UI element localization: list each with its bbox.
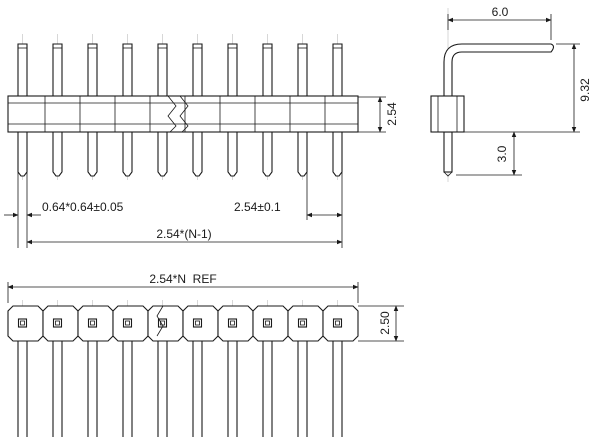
pitch-tolerance-label: 2.54±0.1 — [234, 200, 281, 214]
side-pin-tail — [443, 131, 453, 173]
break-symbol-2 — [179, 95, 189, 133]
side-view: 6.0 9.32 3.0 — [430, 5, 592, 182]
bottom-pin — [87, 337, 98, 437]
bottom-pin — [262, 337, 273, 437]
pin-square — [262, 318, 273, 328]
pitch-label: 2.54 — [385, 102, 399, 126]
housing-side — [430, 95, 465, 133]
housing-bottom — [7, 305, 359, 342]
bottom-pin — [122, 337, 133, 437]
pin-square — [122, 318, 133, 328]
bottom-pin — [52, 337, 63, 437]
pin-square — [87, 318, 98, 328]
pin-square — [17, 318, 28, 328]
bottom-pin — [17, 337, 28, 437]
bottom-break-symbol — [156, 305, 164, 337]
bottom-pin — [332, 337, 343, 437]
bottom-view: 2.54*N REF 2.50 — [7, 272, 404, 437]
pin-square — [192, 318, 203, 328]
break-symbol — [167, 95, 177, 133]
housing-front — [7, 95, 359, 133]
tail-length-label: 3.0 — [495, 145, 509, 162]
overall-length-label: 2.54*N REF — [149, 272, 216, 286]
pin-square — [227, 318, 238, 328]
span-label: 2.54*(N-1) — [156, 227, 211, 241]
bottom-view-pins — [17, 300, 343, 437]
right-angle-pin — [443, 43, 555, 97]
pin-square-label: 0.64*0.64±0.05 — [42, 200, 124, 214]
bend-length-label: 6.0 — [492, 5, 509, 19]
bottom-pin — [157, 337, 168, 437]
height-label: 9.32 — [578, 78, 592, 102]
pin-square — [297, 318, 308, 328]
pin-square — [332, 318, 343, 328]
pin-square — [52, 318, 63, 328]
housing-segment-lines — [44, 96, 326, 132]
width-label: 2.50 — [378, 311, 392, 335]
bottom-pin — [297, 337, 308, 437]
front-view: 2.54 0.64*0.64±0.05 2.54±0.1 2.54*(N-1) — [4, 34, 399, 248]
bottom-pin — [192, 337, 203, 437]
bottom-pin — [227, 337, 238, 437]
